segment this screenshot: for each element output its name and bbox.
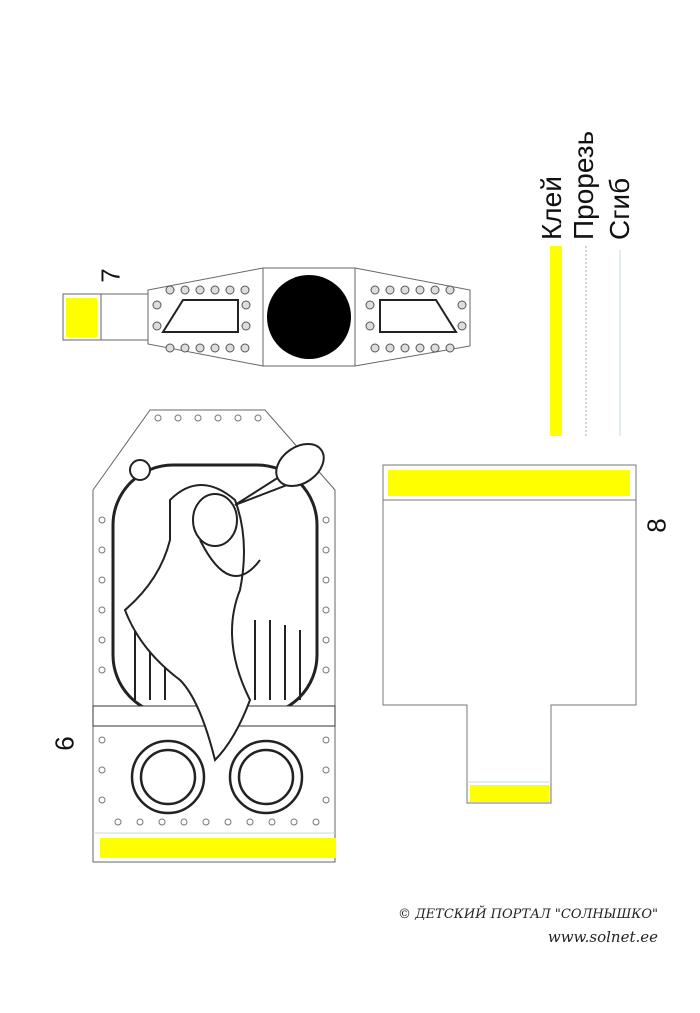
site-url: www.solnet.ee (547, 928, 658, 946)
piece-7 (62, 267, 471, 367)
piece-8 (382, 464, 637, 804)
gnome-trumpeter-illustration (123, 443, 325, 762)
piece-7-number: 7 (95, 268, 126, 283)
copyright-text: © ДЕТСКИЙ ПОРТАЛ "СОЛНЫШКО" (397, 907, 658, 922)
piece-8-number: 8 (641, 518, 672, 533)
legend-glue-label: Клей (536, 176, 567, 240)
legend-glue-swatch (550, 246, 562, 436)
piece-6-number: 6 (49, 736, 80, 751)
legend-fold-label: Сгиб (604, 177, 635, 240)
piece-6 (92, 409, 336, 863)
legend-cut-label: Прорезь (568, 130, 599, 240)
